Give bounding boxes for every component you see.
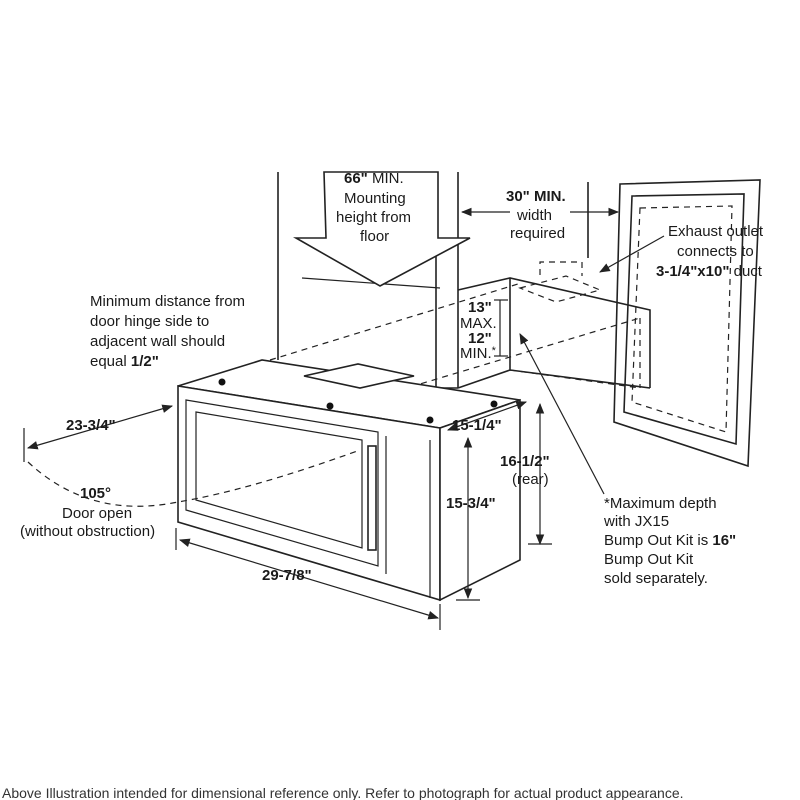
label-exhaust: Exhaust outlet connects to 3-1/4"x10" du… — [656, 223, 764, 280]
label-bracket: 13" MAX. 12" MIN.* — [460, 299, 497, 362]
width-line1: 30" MIN. — [506, 188, 566, 205]
note-line1: *Maximum depth — [604, 495, 717, 512]
label-min-distance: Minimum distance from door hinge side to… — [90, 293, 245, 370]
footer-disclaimer: Above Illustration intended for dimensio… — [2, 785, 684, 800]
dim-depth: 15-1/4" — [452, 417, 502, 434]
min-distance-line2: door hinge side to — [90, 313, 209, 330]
dim-door-open: Door open — [62, 505, 132, 522]
mount-height-min: MIN. — [368, 170, 404, 187]
bracket-max-label: MAX. — [460, 315, 497, 332]
exhaust-duct-word: duct — [729, 263, 762, 280]
dim-angle: 105° — [80, 485, 111, 502]
dim-rear-label: (rear) — [512, 471, 549, 488]
mount-height-arrow — [292, 171, 471, 287]
dim-door-depth: 23-3/4" — [66, 417, 116, 434]
bracket-min-value: 12" — [468, 330, 492, 347]
dim-door-open-note: (without obstruction) — [20, 523, 155, 540]
bracket-max-value: 13" — [468, 299, 492, 316]
min-distance-value: 1/2" — [131, 353, 159, 370]
label-note: *Maximum depth with JX15 Bump Out Kit is… — [603, 495, 736, 587]
exhaust-duct — [518, 261, 602, 303]
dimension-labels: 23-3/4" 105° Door open (without obstruct… — [20, 417, 550, 584]
width-line2: width — [516, 207, 552, 224]
note-line3: Bump Out Kit is — [604, 532, 712, 549]
svg-text:66" MIN.: 66" MIN. — [344, 170, 404, 187]
microwave-body — [177, 359, 521, 602]
bracket-min-label: MIN. — [460, 345, 492, 362]
svg-text:equal 1/2": equal 1/2" — [90, 353, 159, 370]
note-line5: sold separately. — [604, 570, 708, 587]
min-distance-equal: equal — [90, 353, 131, 370]
mount-height-line2: Mounting — [344, 190, 406, 207]
dimension-lines — [23, 207, 665, 630]
note-line4: Bump Out Kit — [604, 551, 694, 568]
note-depth-value: 16" — [712, 532, 736, 549]
dim-rear-height: 16-1/2" — [500, 453, 550, 470]
mount-height-value: 66" — [344, 170, 368, 187]
dim-height: 15-3/4" — [446, 495, 496, 512]
label-width: 30" MIN. width required — [506, 188, 566, 242]
exhaust-duct-size: 3-1/4"x10" — [656, 263, 729, 280]
adjacent-wall — [613, 179, 761, 468]
svg-text:Bump Out Kit is 16": Bump Out Kit is 16" — [604, 532, 736, 549]
label-mount-height: 66" MIN. Mounting height from floor — [336, 170, 411, 245]
svg-text:3-1/4"x10" duct: 3-1/4"x10" duct — [656, 263, 763, 280]
svg-text:30" MIN.: 30" MIN. — [506, 188, 566, 205]
mount-height-line4: floor — [360, 228, 389, 245]
exhaust-line1: Exhaust outlet — [668, 223, 764, 240]
svg-text:MIN.*: MIN.* — [460, 345, 497, 362]
mount-height-line3: height from — [336, 209, 411, 226]
exhaust-line2: connects to — [677, 243, 754, 260]
bracket-asterisk: * — [492, 345, 497, 357]
min-distance-line1: Minimum distance from — [90, 293, 245, 310]
dim-width: 29-7/8" — [262, 567, 312, 584]
projection-lines — [269, 283, 641, 391]
min-distance-line3: adjacent wall should — [90, 333, 225, 350]
width-line3: required — [510, 225, 565, 242]
note-line2: with JX15 — [603, 513, 669, 530]
